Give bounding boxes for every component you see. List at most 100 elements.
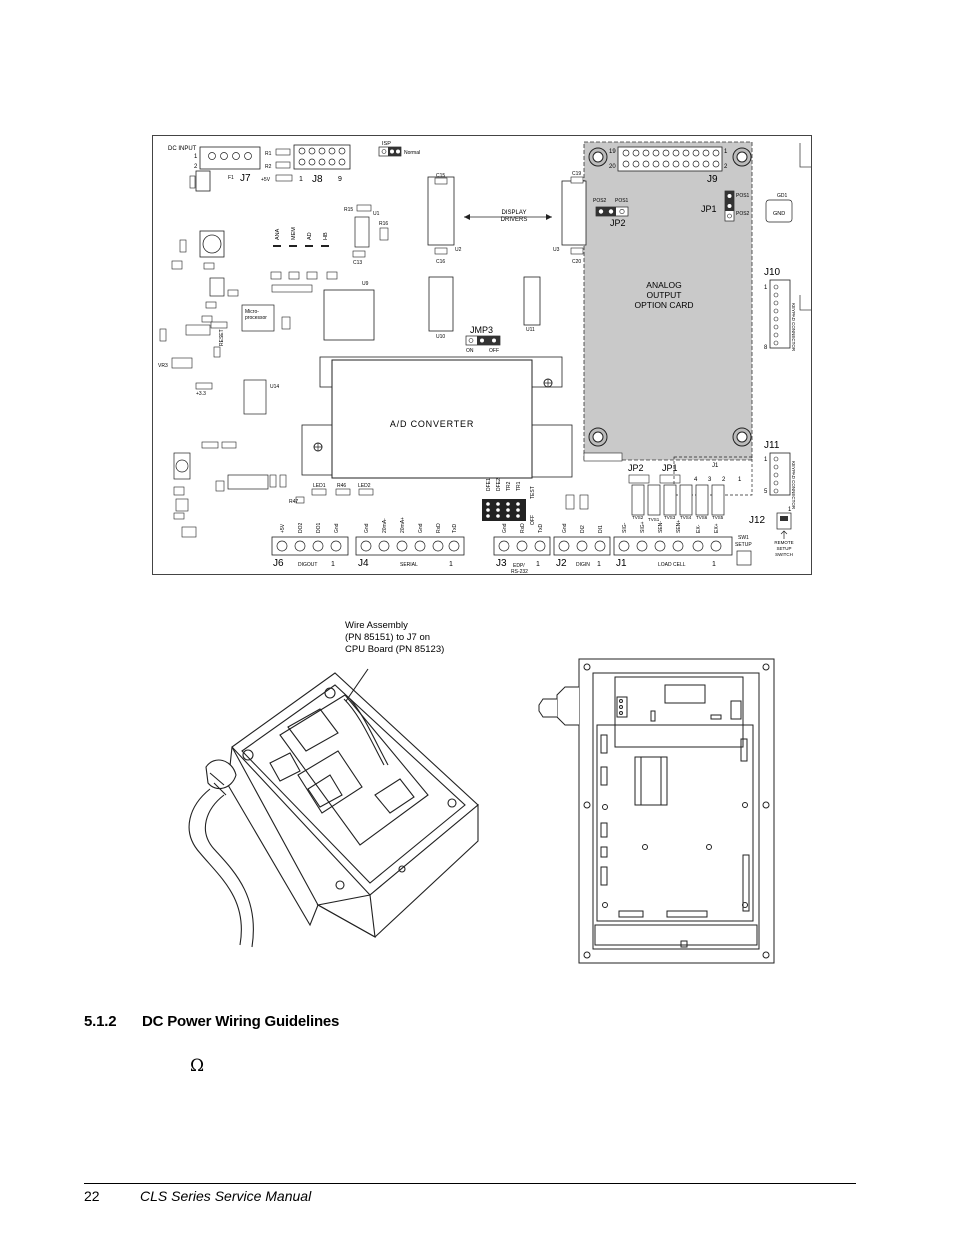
j6-pin-do1: DO1 <box>316 523 322 534</box>
j1-one: 1 <box>712 561 716 568</box>
jumper-off: OFF <box>530 515 536 525</box>
j9-pin1: 1 <box>724 149 728 155</box>
j1-pin-ex-neg: EX- <box>696 524 702 533</box>
remote-setup-2: SETUP <box>776 546 791 551</box>
wire-assembly-callout: Wire Assembly (PN 85151) to J7 on CPU Bo… <box>345 620 475 656</box>
analog-line-2: OUTPUT <box>647 290 682 300</box>
j12-label: J12 <box>749 515 766 526</box>
jumper-tr1: TR1 <box>516 481 522 491</box>
jumper-dfe1: DFE1 <box>486 478 492 491</box>
j4-one: 1 <box>449 561 453 568</box>
cpu-board-diagram: 19 20 1 2 J9 POS2 POS1 JP2 POS1 POS2 JP1… <box>152 135 812 575</box>
j2-pin-gnd: Gnd <box>562 523 568 533</box>
jmp3-off: OFF <box>489 348 499 354</box>
j4-pin-20ma-neg: 20mA- <box>382 518 388 533</box>
j4-pin-txd: TxD <box>452 523 458 533</box>
gd1-gnd: GND <box>773 211 785 217</box>
j11-label: J11 <box>764 440 780 451</box>
j10-pin8: 8 <box>764 345 768 351</box>
u2-label: U2 <box>455 247 462 253</box>
isp-normal: Normal <box>404 150 420 156</box>
r16-label: R16 <box>379 221 388 227</box>
digin-label: DIGIN <box>576 562 590 568</box>
u3-label: U3 <box>553 247 560 253</box>
r47-label: R47 <box>289 499 298 505</box>
j8-label: J8 <box>312 174 323 185</box>
edp-1: EDP/ <box>513 563 525 569</box>
tvs3: TVS3 <box>664 515 676 520</box>
j11-keypad: KEYPAD CONNECTOR <box>791 461 796 510</box>
ad-converter-box <box>331 359 533 479</box>
j6-pin-5v: +5V <box>280 523 286 533</box>
j3-pin-gnd: Gnd <box>502 523 508 533</box>
led2-label: LED2 <box>358 483 371 489</box>
jp1-pos2: POS2 <box>736 211 750 217</box>
enclosure-front-illustration <box>538 658 775 964</box>
remote-setup-1: REMOTE <box>774 540 793 545</box>
j3-pin-rxd: RxD <box>520 523 526 533</box>
j6-pin-gnd: Gnd <box>334 523 340 533</box>
led-ana: ANA <box>275 228 281 240</box>
j1-pin-sen-pos: SEN+ <box>676 520 682 533</box>
c16-label: C16 <box>436 259 445 265</box>
j1-strip: SIG- SIG+ SEN- SEN+ EX- EX+ <box>613 520 733 556</box>
j7-label: J7 <box>240 173 251 184</box>
analog-option-card <box>583 141 753 461</box>
j3-pin-txd: TxD <box>538 523 544 533</box>
u14-label: U14 <box>270 384 279 390</box>
callout-line-1: Wire Assembly <box>345 620 408 631</box>
j1-small-3: 3 <box>708 477 712 483</box>
j1-pin-sig-neg: SIG- <box>622 522 628 533</box>
footer-manual-title: CLS Series Service Manual <box>140 1188 312 1204</box>
display-drivers-2: DRIVERS <box>501 217 528 223</box>
j1-label: J1 <box>616 558 627 569</box>
plus33-label: +3.3 <box>196 391 206 397</box>
led-hb: HB <box>323 232 329 240</box>
c19-label: C19 <box>572 171 581 177</box>
led-ad: AD <box>307 232 313 240</box>
j4-strip: Gnd 20mA- 20mA+ Gnd RxD TxD <box>355 517 465 556</box>
j10-pin1: 1 <box>764 285 768 291</box>
j11-pin1: 1 <box>764 457 768 463</box>
svg-text:R2: R2 <box>265 164 272 170</box>
callout-line-2: (PN 85151) to J7 on <box>345 632 431 643</box>
j2-pin-di2: DI2 <box>580 525 586 533</box>
display-drivers-1: DISPLAY <box>502 210 527 216</box>
j2-strip: Gnd DI2 DI1 <box>553 523 611 556</box>
j3-label: J3 <box>496 558 507 569</box>
j3-one: 1 <box>536 561 540 568</box>
footer-rule <box>84 1183 856 1184</box>
j4-pin-20ma-pos: 20mA+ <box>400 517 406 533</box>
j7-pin2: 2 <box>194 164 198 170</box>
j1-small-label: J1 <box>712 463 719 469</box>
isp-label: ISP <box>382 141 391 147</box>
r15-label: R15 <box>344 207 353 213</box>
c20-label: C20 <box>572 259 581 265</box>
jp2-pos2: POS2 <box>593 198 607 204</box>
jmp3-on: ON <box>466 348 474 354</box>
analog-line-3: OPTION CARD <box>634 300 693 310</box>
j4-pin-rxd: RxD <box>436 523 442 533</box>
u11-label: U11 <box>526 327 535 333</box>
j6-strip: +5V DO2 DO1 Gnd <box>271 523 349 556</box>
load-cell-label: LOAD CELL <box>658 562 686 568</box>
j12-pin1: 1 <box>788 507 792 513</box>
jp2-pos1: POS1 <box>615 198 629 204</box>
u10-label: U10 <box>436 334 445 340</box>
j2-pin-di1: DI1 <box>598 525 604 533</box>
jp2-lower: JP2 <box>628 463 644 473</box>
j8-pin1: 1 <box>299 176 303 183</box>
j2-label: J2 <box>556 558 567 569</box>
omega-symbol: Ω <box>190 1056 205 1076</box>
gd1-label: GD1 <box>777 193 788 199</box>
j9-pin20: 20 <box>609 164 616 170</box>
j9-pin19: 19 <box>609 149 616 155</box>
c13-label: C13 <box>353 260 362 266</box>
j6-one: 1 <box>331 561 335 568</box>
svg-text:F1: F1 <box>228 175 234 181</box>
j4-pin-gnd2: Gnd <box>418 523 424 533</box>
j4-pin-gnd1: Gnd <box>364 523 370 533</box>
serial-label: SERIAL <box>400 562 418 568</box>
j7-pin1: 1 <box>194 154 198 160</box>
j1-small-4: 4 <box>694 477 698 483</box>
